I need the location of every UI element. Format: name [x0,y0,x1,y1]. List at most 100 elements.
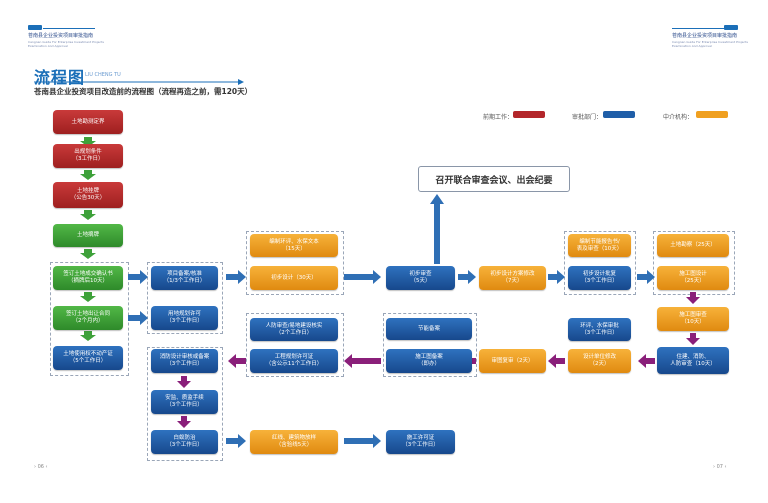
node-drawing-re-review: 审图复审（2天） [479,349,546,373]
header-right-sub-1: Cangnan Guide For Enterprise Investment … [672,40,748,44]
node-civil-defense-review: 人防审查/易地建设核实（2个工作日） [250,318,338,341]
node-construction-drawing-review: 施工图审查（10天） [657,307,729,331]
node-planning-conditions-label-1: 出规划条件 [74,149,102,155]
header-right-sub-2: Examination And Approval [672,44,712,48]
node-design-unit-revision-label-1: 设计单位修改 [582,354,616,360]
header-left-logo [28,25,42,30]
node-transaction-confirmation-label-1: 签订土地成交确认书 [63,271,113,277]
node-land-use-permit-label-1: 用地规划许可 [167,311,201,317]
node-land-listing-label-2: （公告30天） [70,195,106,201]
node-energy-report-label-2: 表及审查（10天） [576,245,623,252]
node-design-revision-label-2: （7天） [502,278,523,284]
node-transfer-contract-label-1: 签订土地出让合同 [65,311,110,317]
header-right-title: 苍南县企业投资项目审批指南 [672,33,738,39]
node-civil-defense-review-label-1: 人防审查/易地建设核实 [265,322,323,329]
node-housing-fire-review-label-1: 住建、消防、 [676,353,710,360]
node-design-unit-revision: 设计单位修改（2天） [568,349,631,373]
group-frame-env-design [246,231,344,295]
node-project-filing: 项目备案/核准（1/3个工作日） [151,266,218,290]
node-drawing-re-review-label: 审图复审（2天） [491,357,534,364]
node-engineering-planning-permit: 工程规划许可证（含公示11个工作日） [250,349,338,373]
node-construction-permit: 施工许可证（3个工作日） [386,430,455,454]
node-engineering-planning-permit-label-1: 工程规划许可证 [274,354,314,360]
node-drawing-filing: 施工图备案（即办） [386,349,472,373]
node-joint-review-meeting: 召开联合审查会议、出会纪要 [418,166,570,192]
legend-swatch-prework [513,111,545,118]
node-termite-control-label-1: 白蚁防治 [173,435,196,441]
node-termite-control: 白蚁防治（3个工作日） [151,430,218,454]
group-frame-fire-safety [147,347,223,461]
node-red-line-staking-label-2: （含验线5天） [275,442,313,448]
node-land-use-permit-label-2: （3个工作日） [166,318,203,324]
node-housing-fire-review-label-2: 人防审查（10天） [670,360,716,367]
node-land-listing: 土地挂牌（公告30天） [53,182,123,208]
node-land-survey: 土地勘测定界 [53,110,123,134]
header-left-underline [43,28,95,29]
node-construction-drawing-review-label-2: （10天） [681,319,705,325]
legend-label-agency: 中介机构： [663,114,694,121]
header-right-logo [724,25,738,30]
page-title-pinyin: LIU CHENG TU [85,72,121,78]
node-safety-quality-label-1: 安监、质监手续 [165,395,204,401]
node-fire-design-review: 消防设计审核或备案（3个工作日） [151,349,218,373]
header-left-sub-2: Examination And Approval [28,44,68,48]
node-geo-survey-label: 土地勘察（25天） [670,242,716,248]
node-project-filing-label-2: （1/3个工作日） [163,278,206,284]
node-land-survey-label: 土地勘测定界 [71,118,105,125]
node-env-text: 编制环评、水保文本（15天） [250,234,338,257]
node-transfer-contract: 签订土地出让合同（2个月内） [53,306,123,330]
group-frame-col2 [147,262,223,334]
node-env-text-label-2: （15天） [282,245,306,252]
node-preliminary-approval: 初步设计批复（3个工作日） [568,266,631,290]
node-red-line-staking: 红线、建筑物放样（含验线5天） [250,430,338,454]
node-land-certificate-label-1: 土地使用权不动产证 [63,351,113,357]
node-termite-control-label-2: （3个工作日） [166,442,203,448]
page-number-right: › 07 ‹ [713,464,727,470]
header-right-underline [672,28,724,29]
node-fire-design-review-label-1: 消防设计审核或备案 [159,354,210,360]
node-design-revision: 初步设计方案修改（7天） [479,266,546,290]
node-joint-review-meeting-label: 召开联合审查会议、出会纪要 [435,175,553,186]
node-drawing-filing-label-1: 施工图备案 [415,354,443,360]
node-project-filing-label-1: 项目备案/核准 [167,271,202,277]
node-env-approval-label-2: （3个工作日） [581,329,618,336]
node-energy-filing-label: 节能备案 [417,325,440,332]
node-land-listing-label-1: 土地挂牌 [76,188,99,194]
node-construction-drawing-design-label-1: 施工图设计 [679,271,707,277]
node-planning-conditions-label-2: （3工作日） [72,156,104,162]
node-design-revision-label-1: 初步设计方案修改 [490,271,535,277]
node-fire-design-review-label-2: （3个工作日） [166,361,203,367]
node-preliminary-design: 初步设计（30天） [250,266,338,290]
node-safety-quality-label-2: （3个工作日） [166,402,203,408]
node-construction-drawing-design: 施工图设计（25天） [657,266,729,290]
header-left-sub-1: Cangnan Guide For Enterprise Investment … [28,40,104,44]
title-arrow-line [34,79,244,85]
node-energy-filing: 节能备案 [386,318,472,340]
node-construction-permit-label-1: 施工许可证 [406,435,435,441]
node-transfer-contract-label-2: （2个月内） [72,318,104,324]
node-land-delisting-label: 土地摘牌 [76,232,99,238]
node-preliminary-review-label-1: 初步审查 [409,271,432,277]
node-env-approval: 环评、水保审批（3个工作日） [568,318,631,341]
node-housing-fire-review: 住建、消防、人防审查（10天） [657,347,729,374]
node-construction-drawing-review-label-1: 施工图审查 [679,312,707,318]
legend-swatch-approval [603,111,635,118]
node-engineering-planning-permit-label-2: （含公示11个工作日） [265,361,323,367]
node-energy-report-label-1: 编制节能报告书/ [579,238,620,245]
node-preliminary-review-label-2: （5天） [410,278,431,284]
node-land-delisting: 土地摘牌 [53,224,123,247]
node-planning-conditions: 出规划条件（3工作日） [53,144,123,168]
node-construction-drawing-design-label-2: （25天） [681,278,705,284]
legend-label-approval: 审批部门： [572,114,603,121]
header-left-title: 苍南县企业投资项目审批指南 [28,33,94,39]
node-land-use-permit: 用地规划许可（3个工作日） [151,306,218,330]
node-construction-permit-label-2: （3个工作日） [402,442,439,448]
legend-swatch-agency [696,111,728,118]
node-civil-defense-review-label-2: （2个工作日） [275,329,313,336]
node-transaction-confirmation-label-2: （摘牌后10天） [68,278,108,284]
node-preliminary-approval-label-2: （3个工作日） [581,278,618,284]
group-frame-civil-defense [246,313,344,377]
node-red-line-staking-label-1: 红线、建筑物放样 [271,435,316,441]
node-land-certificate-label-2: （5个工作日） [69,358,107,364]
node-design-unit-revision-label-2: （2天） [589,361,610,367]
